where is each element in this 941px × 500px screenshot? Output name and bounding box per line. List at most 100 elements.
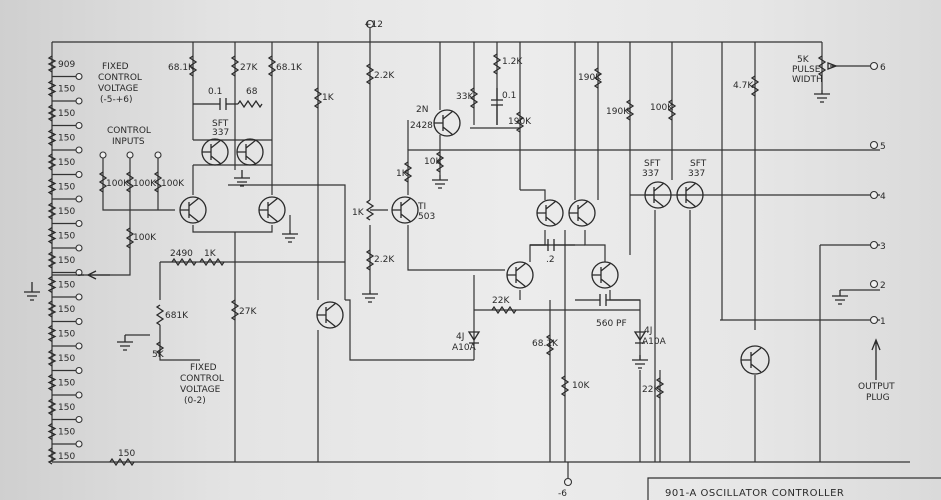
terminal-label-4: 4 <box>880 192 886 202</box>
label-27k-b: 27K <box>239 307 257 317</box>
input-jack-3 <box>154 151 162 159</box>
divider-resistor <box>47 447 57 465</box>
transistor-q3 <box>316 301 344 329</box>
fixed-cv-bottom-line-1: FIXED <box>190 363 217 373</box>
terminal-label-1: 1 <box>880 317 886 327</box>
divider-resistor-label: 150 <box>58 354 75 364</box>
fixed-cv-bottom-line-4: (0-2) <box>184 396 206 406</box>
resistors <box>98 53 838 467</box>
divider-tap-jack <box>75 170 83 179</box>
label-diode-a-2: A10A <box>452 343 477 353</box>
divider-resistor <box>47 324 57 343</box>
pulse-width-line-3: WIDTH <box>792 75 823 85</box>
fixed-cv-bottom-line-3: VOLTAGE <box>180 385 221 395</box>
label-100k-3: 100K <box>161 179 185 189</box>
divider-tap-jack <box>75 293 83 301</box>
label-68k-b: 68.1K <box>276 63 303 73</box>
supply-minus-label: -6 <box>558 489 567 499</box>
divider-resistor <box>47 422 57 441</box>
divider-resistor-label: 150 <box>58 134 75 144</box>
divider-resistor <box>47 275 57 294</box>
label-pot-5k: 5K <box>152 350 165 360</box>
transistor-q6 <box>506 261 534 289</box>
resistor-33k <box>469 87 479 109</box>
terminal-plus-12 <box>365 19 375 29</box>
divider-tap-jack <box>75 415 83 424</box>
output-arrow <box>871 338 881 380</box>
label-190k-a: 190K <box>508 117 532 127</box>
terminal-label-2: 2 <box>880 281 886 291</box>
terminal-label-3: 3 <box>880 242 886 252</box>
ground-symbol <box>24 282 40 301</box>
fixed-cv-bottom-line-2: CONTROL <box>180 374 224 384</box>
grounds <box>24 90 848 369</box>
resistor-27k-b <box>230 299 240 321</box>
capacitor-2 <box>530 239 575 251</box>
divider-tap-jack <box>75 219 83 228</box>
resistor-22k-b <box>655 377 665 399</box>
title-block-frame <box>647 477 941 500</box>
divider-resistor <box>47 349 57 367</box>
label-sft337-b-1: SFT <box>644 159 661 169</box>
label-sft337-a-2: 337 <box>212 128 229 138</box>
terminal-minus-6 <box>563 477 573 487</box>
diode-a10a-a <box>467 331 481 344</box>
label-sft337-a-1: SFT <box>212 119 229 129</box>
terminal-3 <box>869 240 879 250</box>
divider-resistor-label: 150 <box>58 109 75 119</box>
resistor-100k-4 <box>125 227 135 249</box>
input-jack-2 <box>126 151 134 159</box>
input-jack-1 <box>99 151 107 159</box>
divider-resistor-label: 150 <box>58 85 75 95</box>
divider-resistor-label: 909 <box>58 60 75 70</box>
label-560pf: 560 PF <box>596 319 627 329</box>
resistor-2-2k-b <box>365 249 375 271</box>
label-ti503-1: TI <box>417 202 426 212</box>
resistor-68k-c <box>545 334 555 356</box>
label-diode-b-2: A10A <box>642 337 667 347</box>
divider-tap-jack <box>75 440 83 448</box>
pot-5k-fixed-cv <box>155 341 165 355</box>
resistor-100k-3 <box>153 171 163 193</box>
label-68k-c: 68.1K <box>532 339 559 349</box>
label-diode-a-1: 4J <box>456 332 464 342</box>
label-2-2k-a: 2.2K <box>374 71 395 81</box>
transistor-q2 <box>258 196 286 224</box>
label-190k-b: 190K <box>578 73 602 83</box>
divider-resistor <box>47 177 57 196</box>
pot-5k-pulse-width <box>817 55 827 77</box>
divider-resistor <box>47 153 57 171</box>
transistor-output <box>740 345 770 375</box>
label-2n2428-2: 2428 <box>410 121 433 131</box>
divider-tap-jack <box>75 146 83 154</box>
label-100k-5: 100K <box>650 103 674 113</box>
label-sft337-c-1: SFT <box>690 159 707 169</box>
label-100k-2: 100K <box>133 179 157 189</box>
resistor-190k-a <box>515 111 525 133</box>
ground-symbol <box>234 170 250 187</box>
label-2490: 2490 <box>170 249 193 259</box>
resistor-4-7k <box>750 75 760 97</box>
bottom-resistor-label: 150 <box>118 449 135 459</box>
divider-resistor <box>47 104 57 122</box>
ground-symbol <box>832 290 848 305</box>
divider-resistor <box>47 373 57 392</box>
label-10k-a: 10K <box>424 157 442 167</box>
divider-arrow <box>86 270 110 280</box>
fixed-cv-top-line-4: (-5-+6) <box>100 95 133 105</box>
divider-resistor-label: 150 <box>58 452 75 462</box>
transistor-sft337-a1 <box>201 138 229 166</box>
terminal-label-5: 5 <box>880 142 886 152</box>
divider-resistor <box>47 300 57 318</box>
control-inputs-line-1: CONTROL <box>107 126 151 136</box>
output-plug-line-2: PLUG <box>866 393 890 403</box>
transistor-q7 <box>591 261 619 289</box>
divider-resistor <box>47 202 57 220</box>
ground-symbol <box>282 230 298 243</box>
label-190k-c: 190K <box>606 107 630 117</box>
pulse-width-line-1: 5K <box>797 55 810 65</box>
resistor-190k-b <box>593 67 603 89</box>
transistor-q5 <box>568 199 596 227</box>
divider-resistor-label: 150 <box>58 305 75 315</box>
